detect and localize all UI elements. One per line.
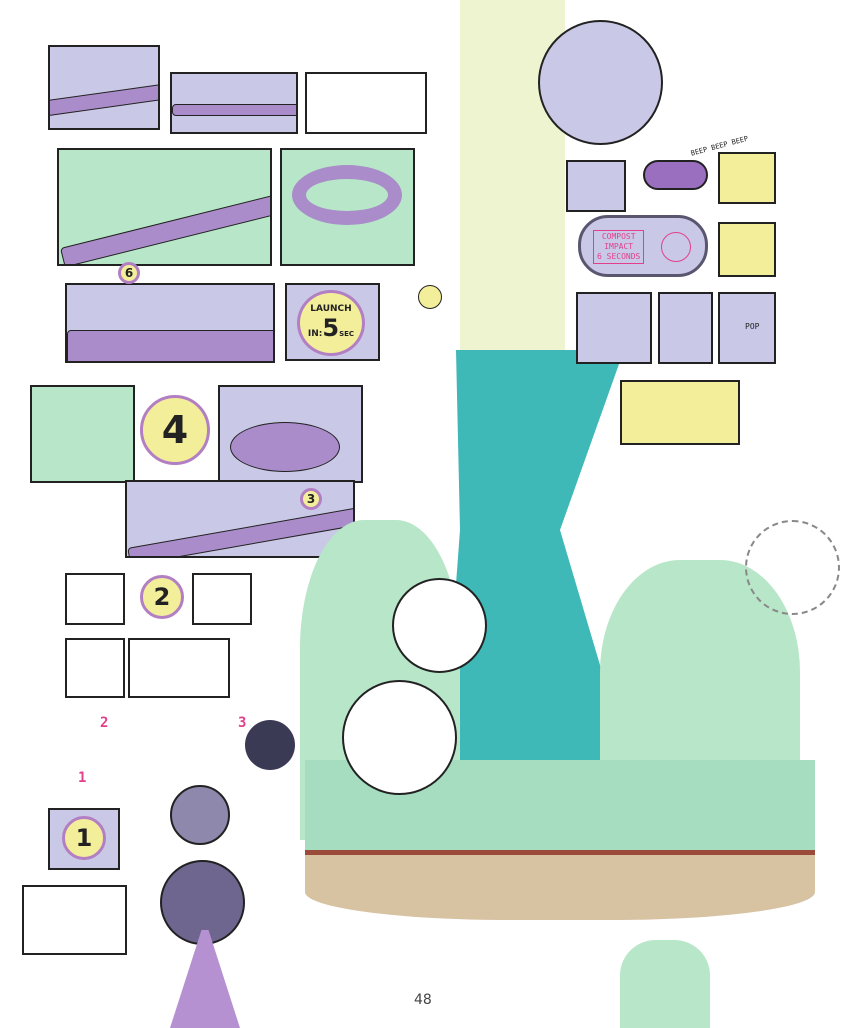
panel-loop-small	[30, 385, 135, 483]
countdown-4-coin: 4	[140, 395, 210, 465]
panel-goggles-up	[718, 152, 776, 204]
panel-race	[65, 283, 275, 363]
panel-bike-trigger	[128, 638, 230, 698]
panel-launch-sign: LAUNCH IN:5SEC	[285, 283, 380, 361]
drone-bubble	[538, 20, 663, 145]
countdown-1-coin: 1	[62, 816, 106, 860]
zoom-bubble-rider	[392, 578, 487, 673]
launch-countdown-sign: LAUNCH IN:5SEC	[297, 290, 365, 356]
panel-pop: POP	[718, 292, 776, 364]
zoom-bubble-capsule	[342, 680, 457, 795]
countdown-2-coin: 2	[140, 575, 184, 619]
panel-countdown-1: 1	[48, 808, 120, 870]
sequence-label-3: 3	[238, 715, 247, 731]
sun-icon	[418, 285, 442, 309]
panel-loop-ride	[280, 148, 415, 266]
panel-rider-bars	[22, 885, 127, 955]
crosshair-icon	[661, 232, 691, 262]
capsule-closed	[170, 785, 230, 845]
purple-beam	[170, 930, 240, 1028]
panel-rider-front-2	[192, 573, 252, 625]
panel-jump	[218, 385, 363, 483]
panel-rider-front	[65, 573, 125, 625]
chicken-turret	[620, 940, 710, 1028]
panel-rider-close	[125, 480, 355, 558]
panel-spray	[620, 380, 740, 445]
soil-island	[305, 850, 815, 920]
pop-sound: POP	[745, 322, 760, 331]
panel-goggles-adjust	[718, 222, 776, 277]
sequence-label-2: 2	[100, 715, 109, 731]
panel-rider-music	[566, 160, 626, 212]
panel-grab-horn	[658, 292, 713, 364]
panel-pedal	[576, 292, 652, 364]
countdown-3-coin: 3	[300, 488, 322, 510]
countdown-6-coin: 6	[118, 262, 140, 284]
panel-button-press	[65, 638, 125, 698]
panel-rider-start	[48, 45, 160, 130]
page-number: 48	[414, 992, 432, 1008]
goggles	[643, 160, 708, 190]
goggle-hud: COMPOST IMPACT 6 SECONDS	[578, 215, 708, 277]
panel-track-jump	[170, 72, 298, 134]
umbrella-icon	[245, 720, 295, 770]
explosion	[745, 520, 840, 615]
panel-loop	[57, 148, 272, 266]
sequence-label-1: 1	[78, 770, 87, 786]
panel-rider-sign	[305, 72, 427, 134]
